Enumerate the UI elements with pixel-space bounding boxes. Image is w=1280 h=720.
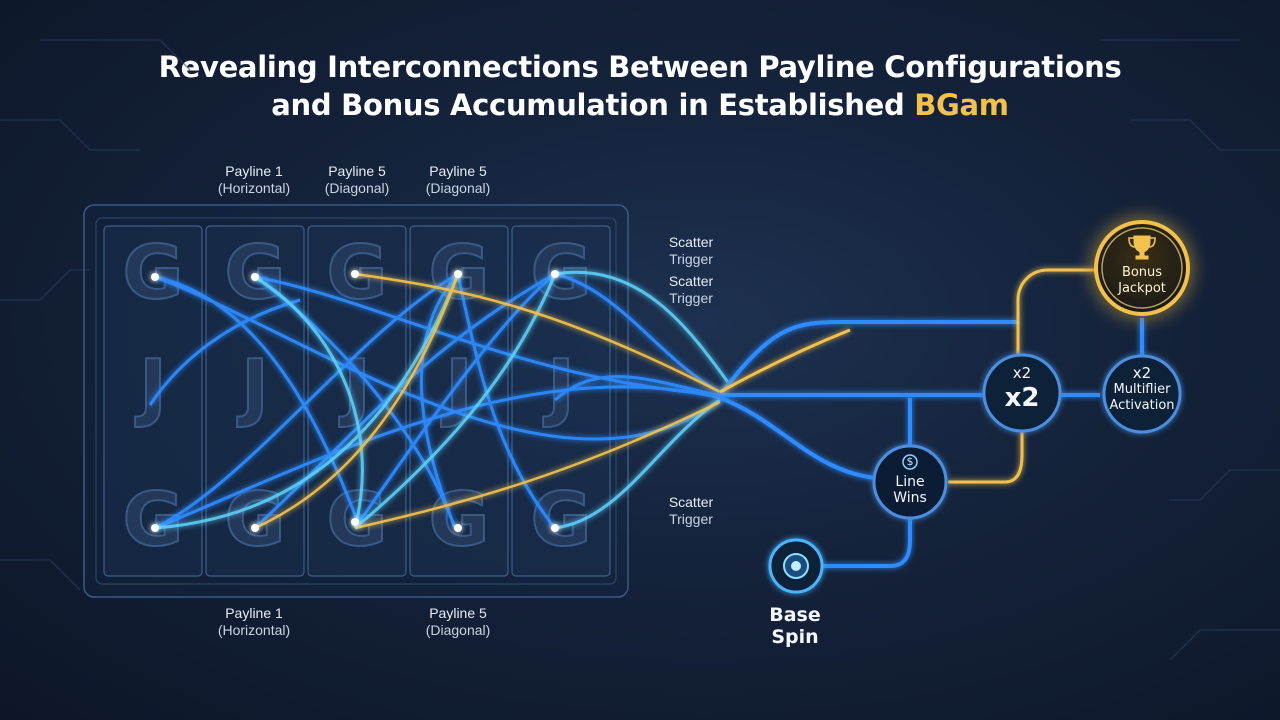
bonus-jackpot-line-1: Bonus [1121,265,1163,280]
scatter-label-line-2: Trigger [669,251,713,267]
multiplier-activation-top: x2 [1132,364,1152,382]
scatter-trigger-label: Scatter Trigger [655,494,727,528]
diagram-title-line-2: and Bonus Accumulation in Established BG… [0,88,1280,122]
title-line-2-text: and Bonus Accumulation in Established [271,88,915,122]
network-connectors-blue [718,318,1144,568]
symbol-dot [151,524,159,532]
reel-symbol: J [542,344,575,430]
payline-curves-gold [254,272,721,530]
scatter-trigger-label: Scatter Trigger [655,273,727,307]
top-label-name: Payline 5 [429,163,487,179]
symbol-dot [551,270,559,278]
bottom-label-payline-1: Payline 1 (Horizontal) [211,605,297,639]
scatter-label-line-1: Scatter [668,234,714,250]
multiplier-activation-line-2: Activation [1109,398,1175,413]
top-label-name: Payline 1 [225,163,283,179]
multiplier-node [982,353,1062,433]
top-label-sub: (Diagonal) [324,180,390,196]
scatter-label-line-1: Scatter [668,273,714,289]
trophy-icon [1128,235,1156,260]
reel-symbols: GGGGGJJJJJGGGGG [122,229,593,564]
base-spin-line-2: Spin [771,626,819,648]
top-label-payline-5b: Payline 5 (Diagonal) [415,163,501,197]
base-spin-label: Base Spin [750,604,840,648]
multiplier-activation-node [1102,354,1182,434]
line-wins-line-1: Line [895,474,925,490]
reel-symbol: J [236,344,269,430]
scatter-label-line-1: Scatter [668,494,714,510]
multiplier-top-text: x2 [1012,364,1032,382]
reel-symbol: G [123,477,184,563]
top-label-sub: (Horizontal) [217,180,291,196]
title-accent-text: BGam [914,88,1009,122]
scatter-label-line-2: Trigger [669,290,713,306]
bonus-jackpot-line-2: Jackpot [1118,281,1166,296]
symbol-dot [351,270,359,278]
base-spin-line-1: Base [769,604,821,626]
bottom-label-sub: (Diagonal) [425,622,491,638]
network-connectors-gold [719,268,1100,484]
symbol-dot [151,273,159,281]
top-label-sub: (Diagonal) [425,180,491,196]
payline-curves-cyan [154,270,732,530]
bonus-jackpot-label: Bonus Jackpot [1102,265,1182,297]
symbol-dots [151,270,559,532]
symbol-dot [251,273,259,281]
reel-symbol: G [327,230,388,316]
scatter-label-line-2: Trigger [669,511,713,527]
reel-symbol: G [225,477,286,563]
symbol-dot [454,524,462,532]
top-label-payline-1: Payline 1 (Horizontal) [211,163,297,197]
diagram-title-line-1: Revealing Interconnections Between Payli… [158,50,1122,84]
multiplier-activation-label: Multiflier Activation [1097,382,1187,414]
dollar-icon: $ [906,455,914,468]
bottom-label-name: Payline 1 [225,605,283,621]
symbol-dot [251,524,259,532]
background-circuit-traces [0,39,1280,661]
bonus-jackpot-node [1094,220,1190,316]
multiplier-big-text: x2 [1004,383,1040,413]
reel-panel [83,204,629,598]
top-label-name: Payline 5 [328,163,386,179]
bottom-label-payline-5: Payline 5 (Diagonal) [415,605,501,639]
symbol-dot [551,524,559,532]
multiplier-activation-line-1: Multiflier [1113,382,1171,397]
bottom-label-sub: (Horizontal) [217,622,291,638]
bottom-label-name: Payline 5 [429,605,487,621]
line-wins-node [872,444,948,520]
top-label-payline-5a: Payline 5 (Diagonal) [314,163,400,197]
scatter-trigger-label: Scatter Trigger [655,234,727,268]
symbol-dot [351,518,359,526]
symbol-dot [454,270,462,278]
reel-symbol: G [123,230,184,316]
line-wins-label: Line Wins [875,474,945,506]
line-wins-line-2: Wins [893,490,927,506]
base-spin-node [768,538,824,594]
